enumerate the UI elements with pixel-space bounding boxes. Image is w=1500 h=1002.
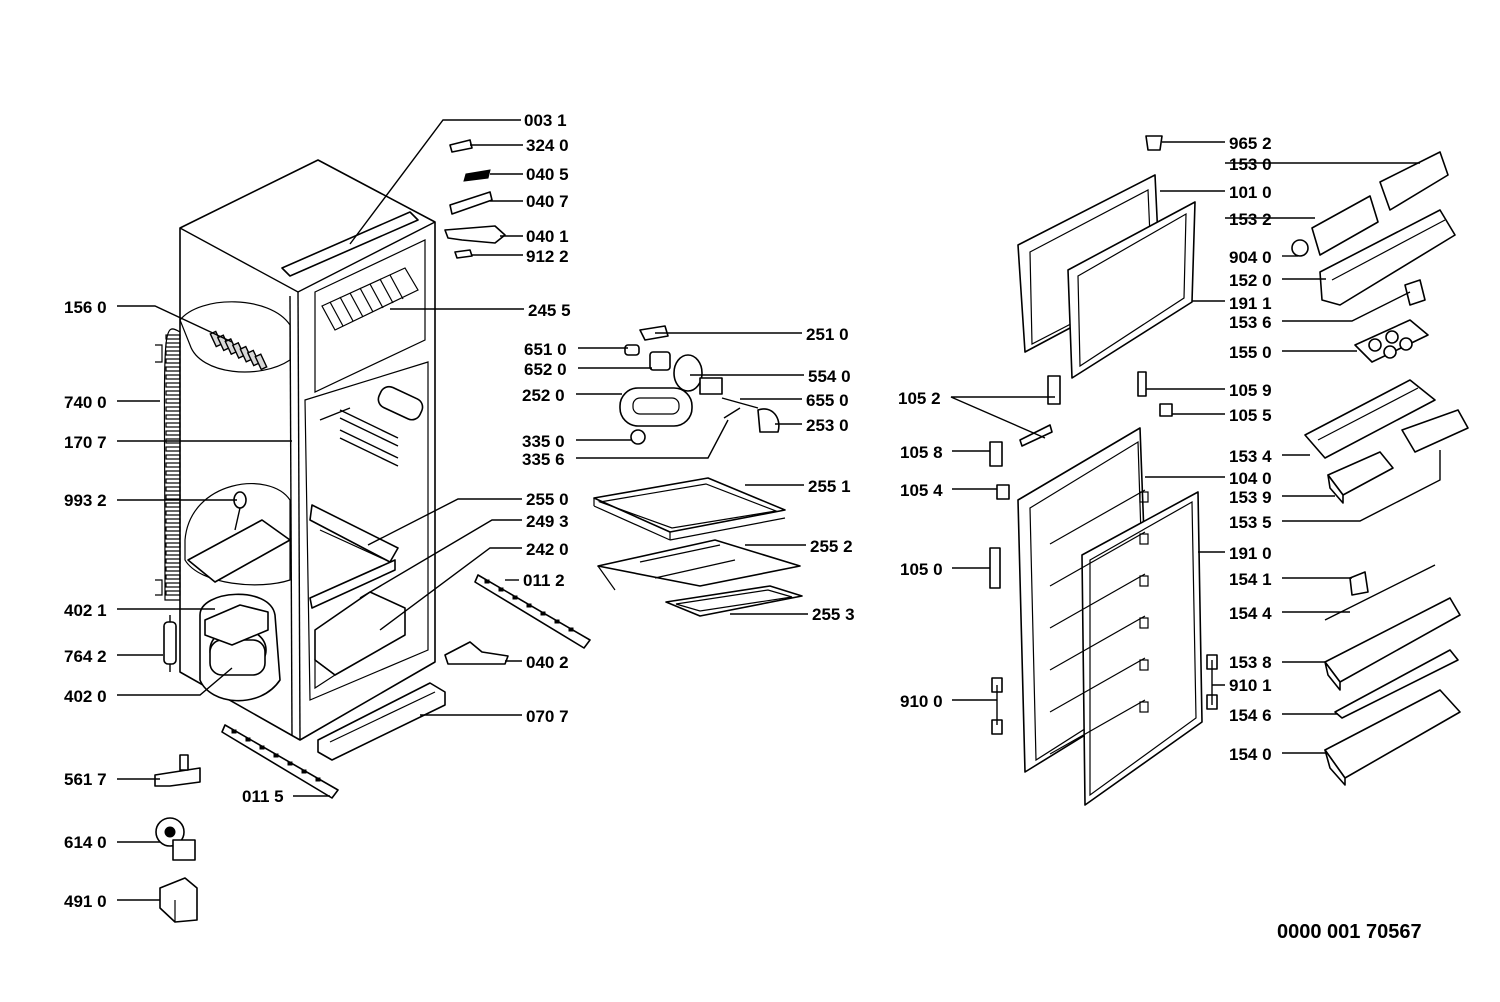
part-label-153-2: 153 2	[1229, 210, 1272, 229]
part-label-245-5: 245 5	[528, 301, 571, 320]
leader-line-153-6	[1282, 291, 1411, 322]
part-label-105-5: 105 5	[1229, 406, 1272, 425]
document-code: 0000 001 70567	[1277, 921, 1422, 943]
part-label-153-8: 153 8	[1229, 653, 1272, 672]
part-label-904-0: 904 0	[1229, 248, 1272, 267]
part-label-912-2: 912 2	[526, 247, 569, 266]
part-label-040-5: 040 5	[526, 165, 569, 184]
evaporator-tray	[209, 330, 268, 371]
part-label-011-5: 011 5	[242, 787, 284, 806]
part-label-324-0: 324 0	[526, 136, 569, 155]
part-label-153-9: 153 9	[1229, 488, 1272, 507]
bottom-parts	[154, 574, 591, 923]
part-label-253-0: 253 0	[806, 416, 849, 435]
cabinet-drawing	[155, 159, 436, 741]
part-label-655-0: 655 0	[806, 391, 849, 410]
part-label-554-0: 554 0	[808, 367, 851, 386]
part-label-101-0: 101 0	[1229, 183, 1272, 202]
part-label-155-0: 155 0	[1229, 343, 1272, 362]
part-label-154-6: 154 6	[1229, 706, 1272, 725]
door-accessories	[1291, 151, 1469, 786]
leader-line-153-5	[1282, 450, 1441, 522]
part-label-191-0: 191 0	[1229, 544, 1272, 563]
part-label-652-0: 652 0	[524, 360, 567, 379]
leader-line-910-0	[952, 685, 998, 725]
part-label-153-0: 153 0	[1229, 155, 1272, 174]
part-label-561-7: 561 7	[64, 770, 107, 789]
part-label-251-0: 251 0	[806, 325, 849, 344]
leader-lines	[117, 119, 1441, 901]
part-label-191-1: 191 1	[1229, 294, 1272, 313]
part-label-105-9: 105 9	[1229, 381, 1272, 400]
leader-line-156-0	[117, 305, 233, 343]
part-label-910-0: 910 0	[900, 692, 943, 711]
part-label-402-1: 402 1	[64, 601, 107, 620]
part-label-170-7: 170 7	[64, 433, 107, 452]
part-label-491-0: 491 0	[64, 892, 107, 911]
leader-line-255-0	[367, 498, 522, 546]
part-label-153-6: 153 6	[1229, 313, 1272, 332]
part-label-249-3: 249 3	[526, 512, 569, 531]
top-hinge-parts	[444, 139, 506, 259]
part-label-255-1: 255 1	[808, 477, 851, 496]
part-label-910-1: 910 1	[1229, 676, 1272, 695]
freezer-door-drawing	[1017, 135, 1196, 379]
leader-line-003-1	[349, 119, 521, 245]
part-label-104-0: 104 0	[1229, 469, 1272, 488]
part-label-152-0: 152 0	[1229, 271, 1272, 290]
part-label-764-2: 764 2	[64, 647, 107, 666]
part-label-965-2: 965 2	[1229, 134, 1272, 153]
part-label-335-6: 335 6	[522, 450, 565, 469]
fridge-door-drawing	[1017, 427, 1203, 806]
part-label-154-4: 154 4	[1229, 604, 1272, 623]
part-label-993-2: 993 2	[64, 491, 107, 510]
part-label-153-5: 153 5	[1229, 513, 1272, 532]
part-label-153-4: 153 4	[1229, 447, 1272, 466]
part-label-040-1: 040 1	[526, 227, 569, 246]
leader-line-402-0	[117, 667, 233, 696]
light-and-shelf-parts	[593, 325, 803, 617]
leader-line-242-0	[379, 547, 522, 631]
part-label-040-2: 040 2	[526, 653, 569, 672]
part-label-255-3: 255 3	[812, 605, 855, 624]
leader-line-249-3	[359, 519, 522, 599]
part-label-242-0: 242 0	[526, 540, 569, 559]
part-label-105-8: 105 8	[900, 443, 943, 462]
part-label-651-0: 651 0	[524, 340, 567, 359]
leader-line-910-1	[1211, 660, 1225, 705]
part-label-156-0: 156 0	[64, 298, 107, 317]
part-label-154-1: 154 1	[1229, 570, 1272, 589]
leader-line-335-6	[576, 419, 729, 459]
part-label-105-0: 105 0	[900, 560, 943, 579]
part-label-614-0: 614 0	[64, 833, 107, 852]
part-label-252-0: 252 0	[522, 386, 565, 405]
part-label-335-0: 335 0	[522, 432, 565, 451]
part-label-105-4: 105 4	[900, 481, 943, 500]
part-label-740-0: 740 0	[64, 393, 107, 412]
part-label-105-2: 105 2	[898, 389, 941, 408]
part-label-040-7: 040 7	[526, 192, 569, 211]
part-label-154-0: 154 0	[1229, 745, 1272, 764]
part-label-255-0: 255 0	[526, 490, 569, 509]
leader-line-105-2	[950, 396, 1055, 439]
part-label-003-1: 003 1	[524, 111, 567, 130]
part-label-011-2: 011 2	[523, 571, 565, 590]
condenser-coil	[165, 334, 181, 596]
part-label-402-0: 402 0	[64, 687, 107, 706]
part-label-255-2: 255 2	[810, 537, 853, 556]
part-label-070-7: 070 7	[526, 707, 569, 726]
